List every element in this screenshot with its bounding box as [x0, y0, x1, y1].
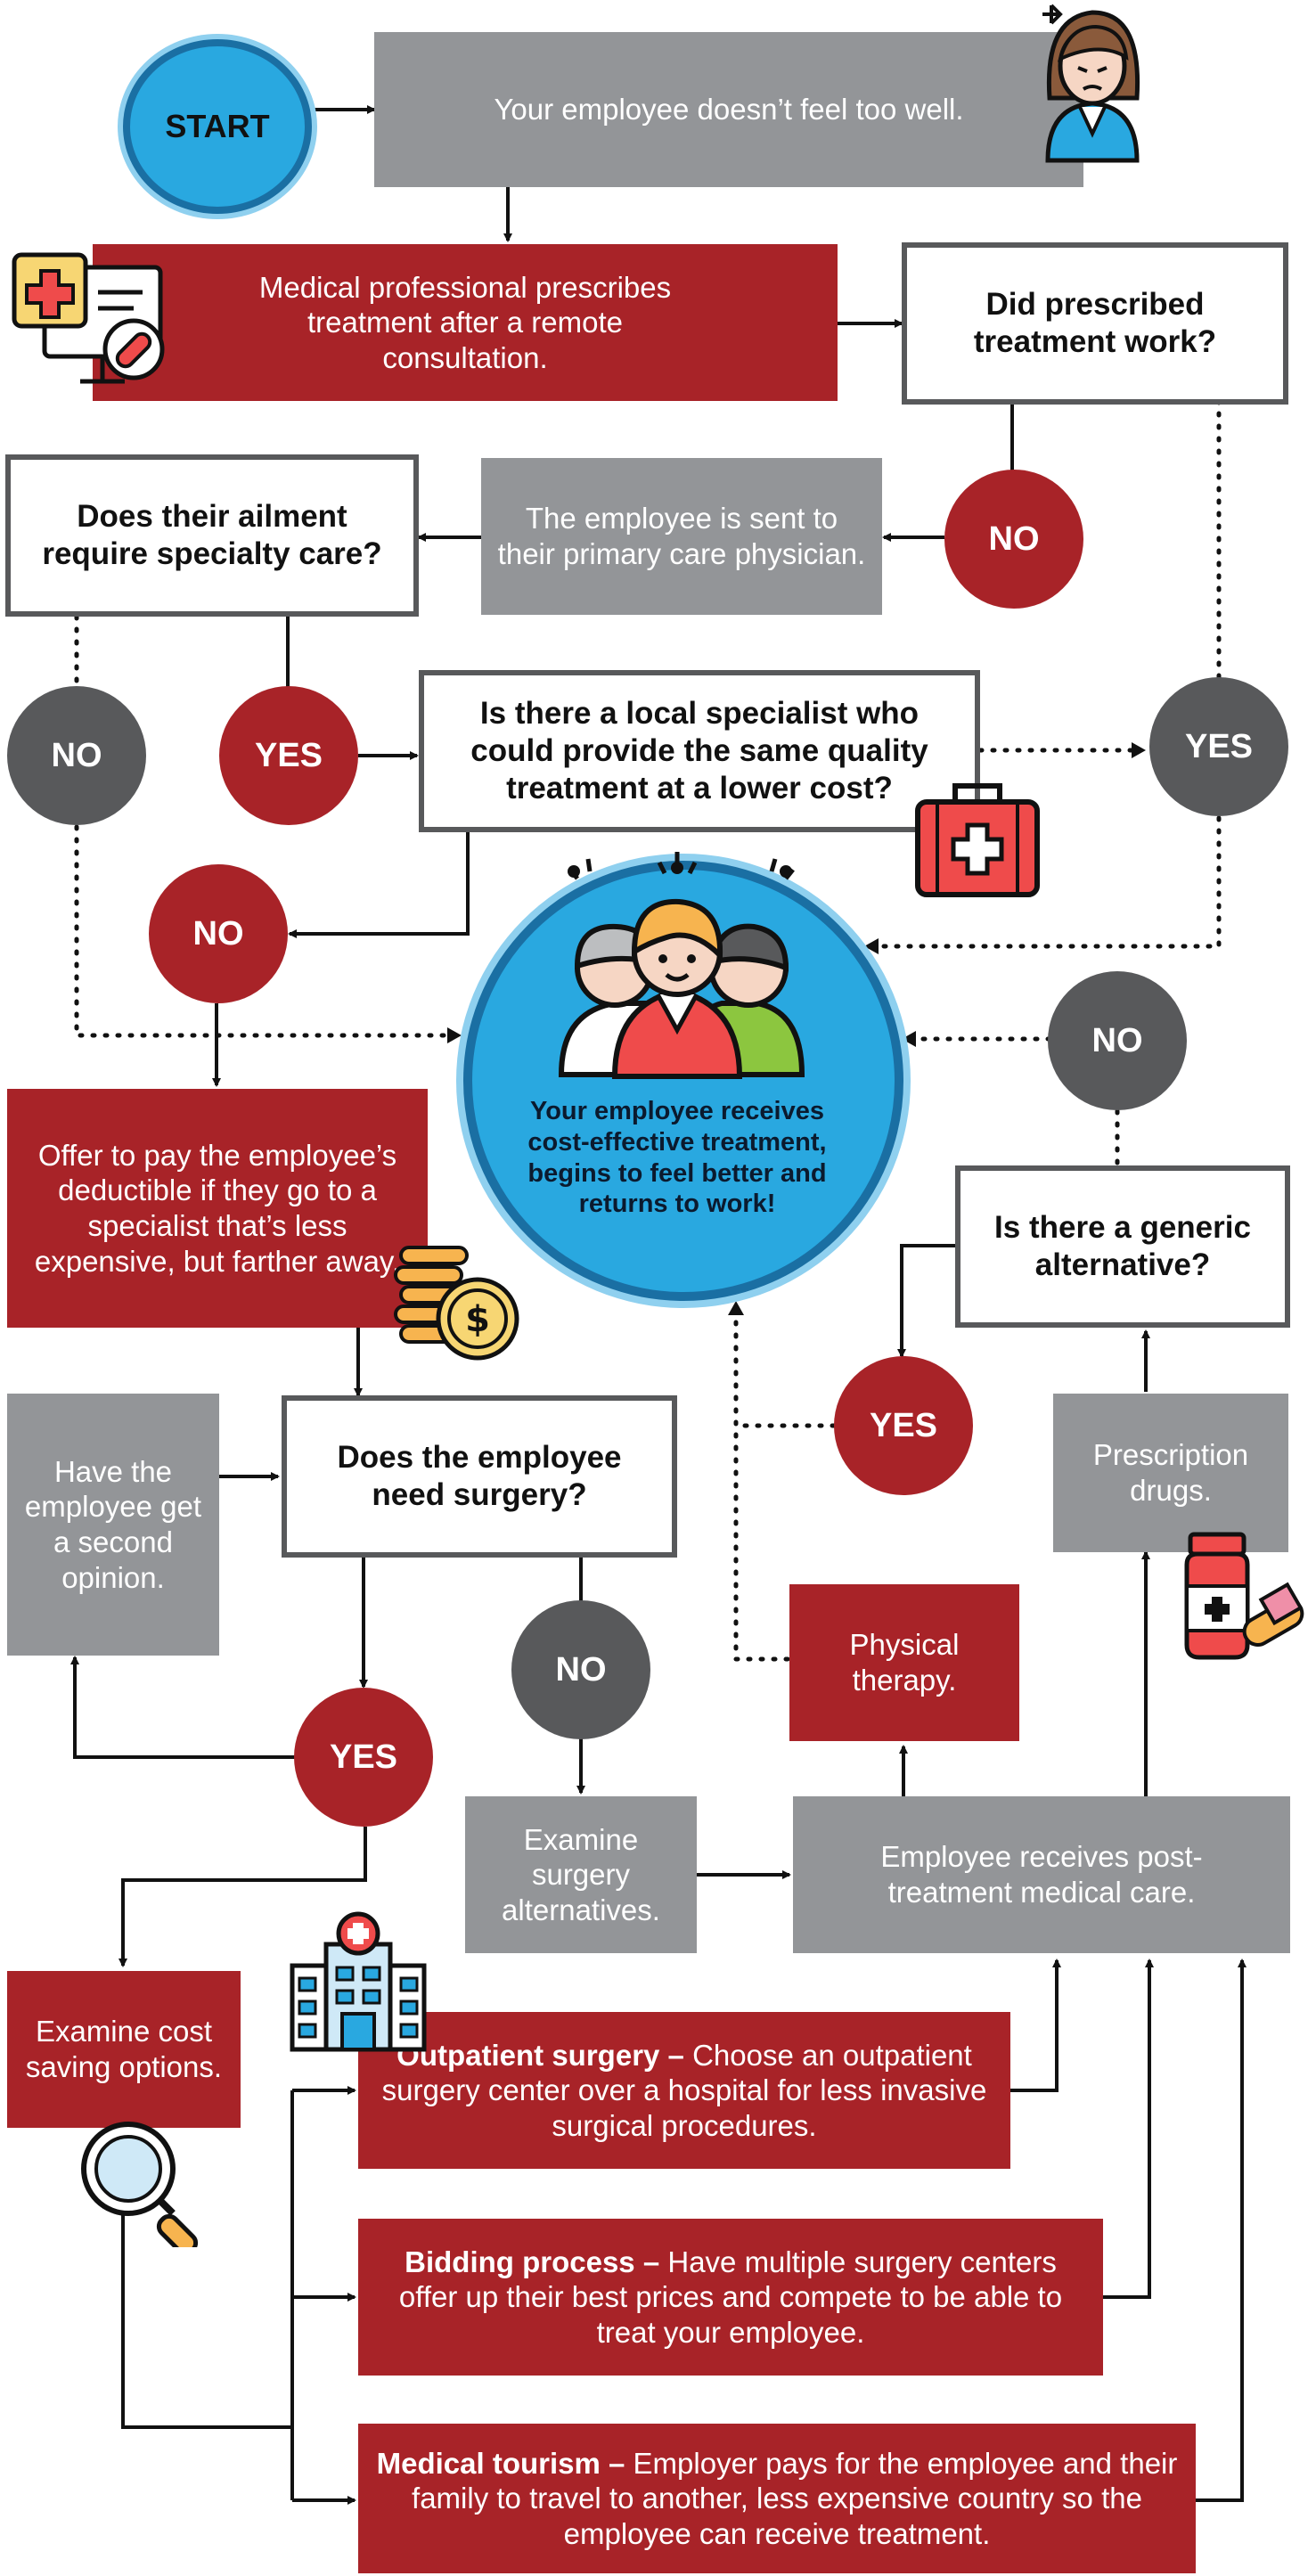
question-local-specialist: Is there a local specialist who could pr…	[419, 670, 980, 832]
team-icon	[558, 852, 805, 1079]
option-medical-tourism: Medical tourism – Employer pays for the …	[358, 2424, 1196, 2573]
question-surgery: Does the employee need surgery?	[282, 1395, 677, 1558]
step-not-well-text: Your employee doesn’t feel too well.	[494, 93, 964, 127]
step-prescription: Prescription drugs.	[1053, 1394, 1288, 1552]
did-work-no: NO	[944, 470, 1083, 609]
specialty-no: NO	[7, 686, 146, 825]
option-bidding-text: Have multiple surgery centers offer up t…	[398, 2245, 1063, 2349]
step-primary-care-text: The employee is sent to their primary ca…	[497, 502, 866, 570]
local-specialist-no-label: NO	[192, 914, 244, 953]
did-work-yes-label: YES	[1184, 727, 1254, 765]
specialty-no-label: NO	[51, 736, 102, 774]
option-medical-tourism-title: Medical tourism –	[376, 2446, 625, 2480]
question-surgery-text: Does the employee need surgery?	[337, 1440, 622, 1512]
generic-no-label: NO	[1091, 1021, 1143, 1059]
question-specialty-text: Does their ailment require specialty car…	[42, 499, 382, 571]
step-not-well: Your employee doesn’t feel too well.	[374, 32, 1083, 187]
question-generic: Is there a generic alternative?	[955, 1165, 1290, 1328]
coins-icon: $	[394, 1246, 519, 1361]
step-second-opinion-text: Have the employee get a second opinion.	[24, 1454, 202, 1594]
surgery-no: NO	[511, 1600, 650, 1739]
option-bidding-title: Bidding process –	[405, 2245, 660, 2278]
surgery-yes: YES	[294, 1688, 433, 1827]
step-surgery-alternatives-text: Examine surgery alternatives.	[502, 1822, 660, 1926]
option-medical-tourism-text: Employer pays for the employee and their…	[412, 2446, 1178, 2550]
telemedicine-icon	[12, 252, 165, 384]
hospital-icon	[290, 1911, 427, 2052]
question-did-work: Did prescribed treatment work?	[902, 242, 1288, 405]
surgery-no-label: NO	[555, 1650, 607, 1689]
did-work-yes: YES	[1149, 677, 1288, 816]
question-did-work-text: Did prescribed treatment work?	[973, 287, 1217, 359]
outcome-text: Your employee receives cost-effective tr…	[527, 1097, 827, 1219]
step-deductible-offer: Offer to pay the employee’s deductible i…	[7, 1089, 428, 1328]
step-surgery-alternatives: Examine surgery alternatives.	[465, 1796, 697, 1953]
question-generic-text: Is there a generic alternative?	[994, 1210, 1251, 1282]
option-bidding: Bidding process – Have multiple surgery …	[358, 2219, 1103, 2376]
step-primary-care: The employee is sent to their primary ca…	[481, 458, 882, 615]
option-outpatient-title: Outpatient surgery –	[396, 2038, 684, 2072]
step-post-treatment-text: Employee receives post-treatment medical…	[880, 1840, 1203, 1909]
local-specialist-no: NO	[149, 864, 288, 1003]
step-cost-saving-text: Examine cost saving options.	[25, 2015, 223, 2083]
step-cost-saving: Examine cost saving options.	[7, 1971, 241, 2128]
generic-no: NO	[1048, 971, 1187, 1110]
start-node: START	[123, 39, 312, 214]
step-physical-therapy: Physical therapy.	[789, 1584, 1019, 1741]
step-post-treatment: Employee receives post-treatment medical…	[793, 1796, 1290, 1953]
sick-woman-icon	[1042, 4, 1140, 163]
step-remote-consult-text: Medical professional prescribes treatmen…	[258, 270, 672, 374]
first-aid-kit-icon	[915, 783, 1040, 897]
step-second-opinion: Have the employee get a second opinion.	[7, 1394, 219, 1656]
generic-yes-label: YES	[869, 1406, 938, 1444]
magnifier-icon	[81, 2122, 199, 2247]
step-remote-consult: Medical professional prescribes treatmen…	[93, 244, 838, 401]
option-bidding-content: Bidding process – Have multiple surgery …	[374, 2245, 1087, 2351]
surgery-yes-label: YES	[329, 1738, 398, 1776]
option-outpatient-text: Choose an outpatient surgery center over…	[381, 2038, 987, 2142]
specialty-yes-label: YES	[254, 736, 323, 774]
specialty-yes: YES	[219, 686, 358, 825]
start-label: START	[165, 108, 270, 144]
step-prescription-text: Prescription drugs.	[1092, 1438, 1249, 1507]
option-medical-tourism-content: Medical tourism – Employer pays for the …	[374, 2446, 1180, 2552]
option-outpatient: Outpatient surgery – Choose an outpatien…	[358, 2012, 1010, 2169]
question-specialty: Does their ailment require specialty car…	[5, 454, 419, 617]
option-outpatient-content: Outpatient surgery – Choose an outpatien…	[374, 2038, 994, 2144]
step-physical-therapy-text: Physical therapy.	[849, 1628, 960, 1697]
medicine-bottle-icon	[1184, 1532, 1304, 1660]
did-work-no-label: NO	[988, 519, 1040, 558]
step-deductible-offer-text: Offer to pay the employee’s deductible i…	[34, 1138, 401, 1278]
generic-yes: YES	[834, 1356, 973, 1495]
question-local-specialist-text: Is there a local specialist who could pr…	[470, 696, 928, 806]
svg-text:$: $	[465, 1299, 490, 1340]
